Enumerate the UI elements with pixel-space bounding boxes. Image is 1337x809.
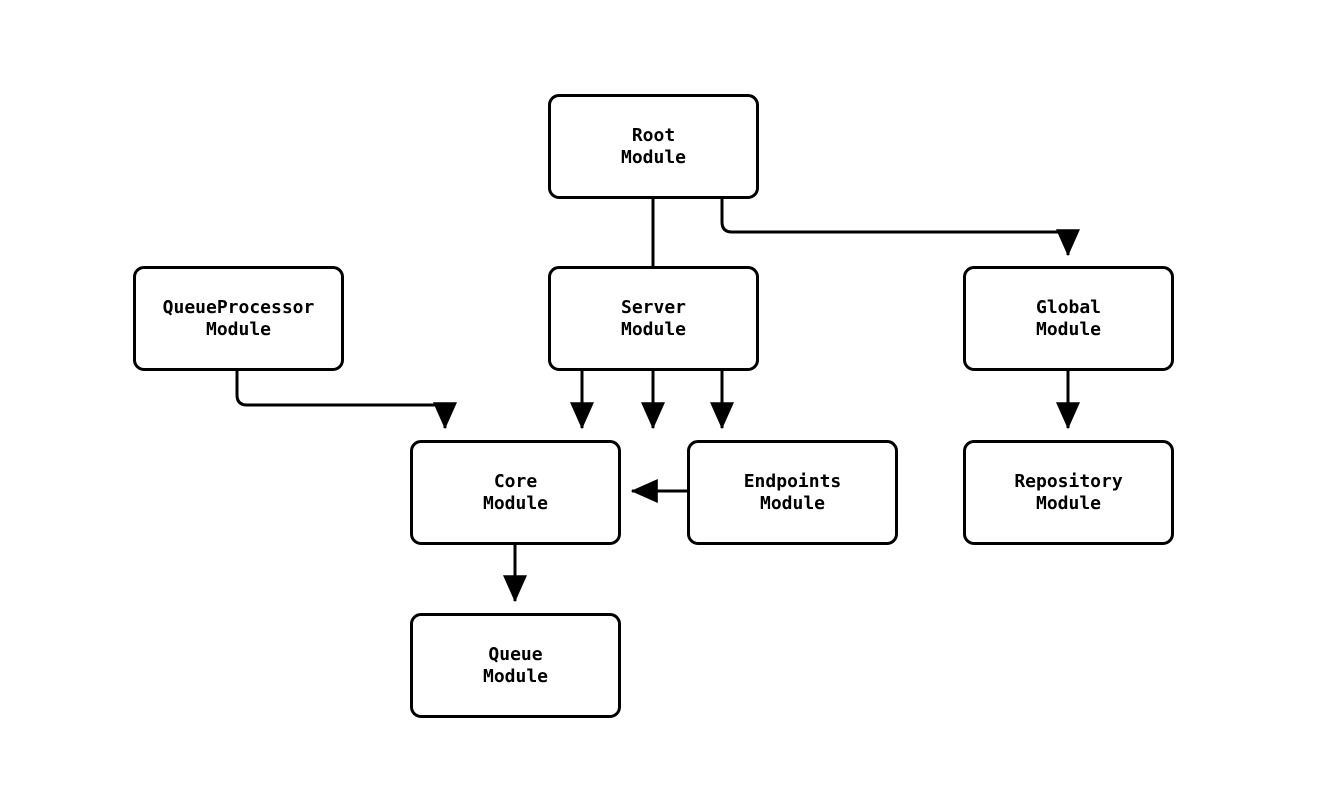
node-queueprocessor-module-name: QueueProcessor xyxy=(162,296,315,318)
node-server-module[interactable]: Server Module xyxy=(548,266,759,371)
node-endpoints-module[interactable]: Endpoints Module xyxy=(687,440,898,545)
node-server-module-suffix: Module xyxy=(620,318,687,340)
node-repository-module-suffix: Module xyxy=(1035,492,1102,514)
node-root-module[interactable]: Root Module xyxy=(548,94,759,199)
node-root-module-name: Root xyxy=(631,124,676,146)
node-global-module[interactable]: Global Module xyxy=(963,266,1174,371)
node-core-module-suffix: Module xyxy=(482,492,549,514)
edge-root-to-global xyxy=(720,199,1080,257)
node-core-module[interactable]: Core Module xyxy=(410,440,621,545)
node-repository-module[interactable]: Repository Module xyxy=(963,440,1174,545)
node-queueprocessor-module-suffix: Module xyxy=(205,318,272,340)
node-endpoints-module-name: Endpoints xyxy=(743,470,842,492)
node-queueprocessor-module[interactable]: QueueProcessor Module xyxy=(133,266,344,371)
node-endpoints-module-suffix: Module xyxy=(759,492,826,514)
node-repository-module-name: Repository xyxy=(1014,470,1123,492)
node-global-module-suffix: Module xyxy=(1035,318,1102,340)
node-root-module-suffix: Module xyxy=(620,146,687,168)
node-global-module-name: Global xyxy=(1035,296,1102,318)
node-core-module-name: Core xyxy=(493,470,538,492)
node-queue-module-suffix: Module xyxy=(482,665,549,687)
edge-queueprocessor-to-core xyxy=(235,371,457,430)
node-queue-module[interactable]: Queue Module xyxy=(410,613,621,718)
node-queue-module-name: Queue xyxy=(488,643,543,665)
node-server-module-name: Server xyxy=(620,296,687,318)
